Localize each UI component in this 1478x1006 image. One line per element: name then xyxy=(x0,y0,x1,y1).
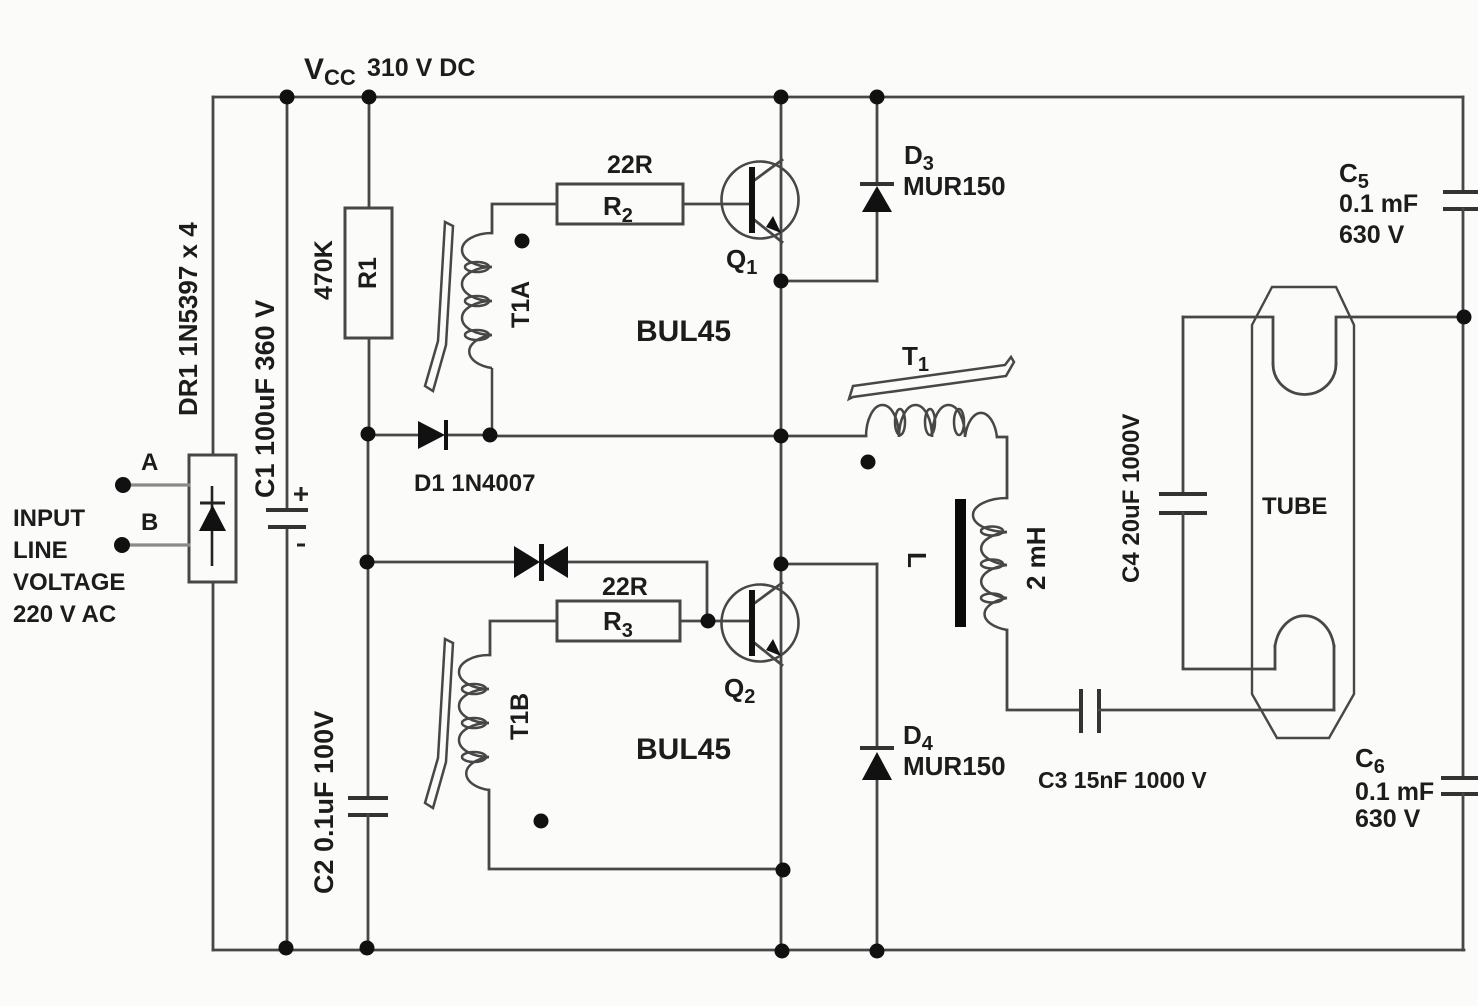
svg-text:2 mH: 2 mH xyxy=(1021,526,1051,590)
svg-text:Q1: Q1 xyxy=(726,244,757,279)
svg-text:L: L xyxy=(902,552,932,568)
svg-text:BUL45: BUL45 xyxy=(636,315,731,348)
svg-text:220 V AC: 220 V AC xyxy=(13,601,116,628)
svg-text:BUL45: BUL45 xyxy=(636,733,731,766)
svg-text:630 V: 630 V xyxy=(1355,805,1421,833)
svg-text:LINE: LINE xyxy=(13,537,68,564)
svg-text:630 V: 630 V xyxy=(1339,221,1405,249)
svg-text:D1 1N4007: D1 1N4007 xyxy=(414,470,535,497)
svg-text:C2 0.1uF 100V: C2 0.1uF 100V xyxy=(309,711,339,894)
svg-text:0.1 mF: 0.1 mF xyxy=(1339,190,1418,218)
svg-text:TUBE: TUBE xyxy=(1262,493,1327,520)
svg-text:B: B xyxy=(141,509,158,536)
svg-text:A: A xyxy=(141,449,158,476)
svg-text:0.1 mF: 0.1 mF xyxy=(1355,778,1434,806)
svg-text:C3 15nF 1000 V: C3 15nF 1000 V xyxy=(1038,767,1207,793)
svg-text:R1: R1 xyxy=(354,257,382,289)
svg-text:22R: 22R xyxy=(602,573,648,601)
svg-text:470K: 470K xyxy=(310,240,338,300)
svg-text:C1 100uF 360 V: C1 100uF 360 V xyxy=(250,300,280,498)
svg-text:DR1 1N5397 x 4: DR1 1N5397 x 4 xyxy=(173,222,203,416)
svg-text:C4 20uF 1000V: C4 20uF 1000V xyxy=(1118,414,1145,583)
svg-text:INPUT: INPUT xyxy=(13,505,85,532)
svg-text:VOLTAGE: VOLTAGE xyxy=(13,569,125,596)
svg-text:MUR150: MUR150 xyxy=(903,751,1006,781)
svg-text:T1A: T1A xyxy=(507,281,535,328)
svg-text:22R: 22R xyxy=(607,151,653,179)
svg-text:MUR150: MUR150 xyxy=(903,171,1006,201)
svg-text:310 V DC: 310 V DC xyxy=(367,54,475,82)
svg-text:T1B: T1B xyxy=(506,693,534,740)
